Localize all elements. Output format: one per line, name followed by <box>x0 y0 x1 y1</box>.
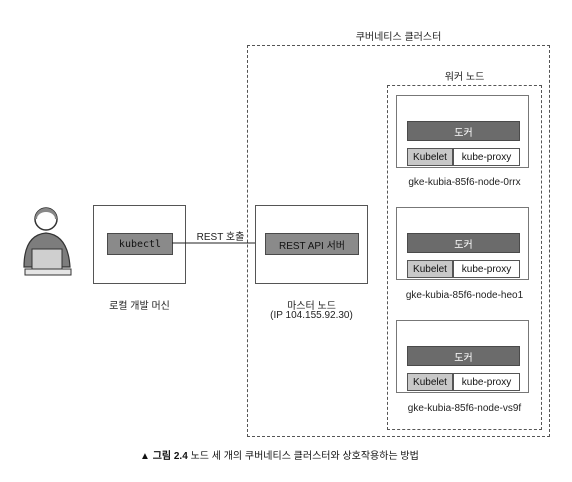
cluster-boundary <box>247 45 550 437</box>
kube-proxy-2: kube-proxy <box>453 260 520 278</box>
kube-proxy-3: kube-proxy <box>453 373 520 391</box>
docker-runtime-2: 도커 <box>407 233 520 253</box>
worker-node-2: 도커 Kubelet kube-proxy <box>396 207 529 280</box>
figure-caption: ▲ 그림 2.4 노드 세 개의 쿠버네티스 클러스터와 상호작용하는 방법 <box>140 447 419 462</box>
local-dev-machine-label: 로컬 개발 머신 <box>109 301 170 312</box>
master-node: REST API 서버 <box>255 205 368 284</box>
kubectl-component: kubectl <box>107 233 173 255</box>
developer-person-icon <box>23 207 72 276</box>
rest-api-server: REST API 서버 <box>265 233 359 255</box>
caption-text: 노드 세 개의 쿠버네티스 클러스터와 상호작용하는 방법 <box>190 451 419 462</box>
local-dev-machine: kubectl <box>93 205 186 284</box>
worker-node-3: 도커 Kubelet kube-proxy <box>396 320 529 393</box>
node-name-3: gke-kubia-85f6-node-vs9f <box>407 403 522 414</box>
master-node-ip: (IP 104.155.92.30) <box>270 310 353 321</box>
worker-nodes-boundary <box>387 85 542 430</box>
cluster-title: 쿠버네티스 클러스터 <box>355 32 442 43</box>
kube-proxy-1: kube-proxy <box>453 148 520 166</box>
node-name-1: gke-kubia-85f6-node-0rrx <box>408 177 521 188</box>
caption-marker: ▲ <box>140 451 150 462</box>
kubelet-1: Kubelet <box>407 148 453 166</box>
caption-figure-number: 그림 2.4 <box>152 451 188 462</box>
docker-runtime-3: 도커 <box>407 346 520 366</box>
worker-nodes-title: 워커 노드 <box>444 72 485 83</box>
master-node-label: 마스터 노드 <box>287 301 336 312</box>
worker-node-1: 도커 Kubelet kube-proxy <box>396 95 529 168</box>
node-name-2: gke-kubia-85f6-node-heo1 <box>405 290 524 301</box>
docker-runtime-1: 도커 <box>407 121 520 141</box>
rest-call-label: REST 호출 <box>196 232 245 243</box>
kubelet-3: Kubelet <box>407 373 453 391</box>
kubelet-2: Kubelet <box>407 260 453 278</box>
